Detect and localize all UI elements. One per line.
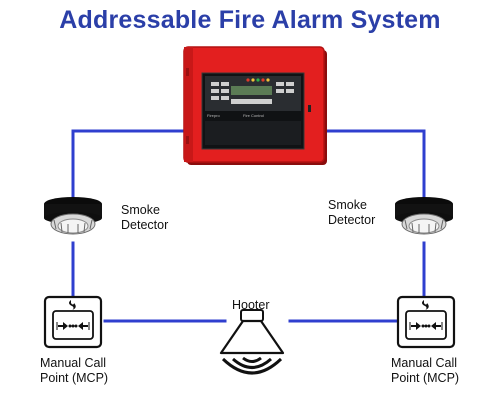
detector-vents	[404, 219, 444, 233]
label-line: Manual Call	[40, 356, 107, 370]
panel-button-grid	[211, 82, 294, 104]
panel-button[interactable]	[231, 99, 272, 104]
hooter-cone	[219, 319, 285, 355]
sound-wave	[242, 356, 262, 363]
panel-button[interactable]	[276, 89, 284, 93]
wire-left-top	[71, 129, 186, 198]
smoke-detector-icon	[44, 197, 102, 235]
panel-brand-label: Firepro	[207, 113, 220, 118]
panel-button[interactable]	[276, 82, 284, 86]
panel-lcd-screen	[231, 86, 272, 95]
wiring-loop	[71, 129, 426, 323]
status-led	[261, 78, 265, 82]
press-dot	[68, 324, 72, 328]
press-dot	[421, 324, 425, 328]
detector-grille	[57, 218, 89, 234]
diagram-title: Addressable Fire Alarm System	[59, 6, 441, 34]
panel-button[interactable]	[221, 89, 229, 93]
press-arrow-left	[411, 322, 421, 330]
panel-left-edge	[184, 47, 193, 162]
detector-grille	[408, 218, 440, 234]
panel-button[interactable]	[211, 96, 219, 100]
panel-hinge	[186, 136, 189, 144]
hooter-speaker-icon	[219, 309, 285, 375]
press-arrow-right	[78, 322, 88, 330]
sound-wave	[221, 357, 283, 375]
smoke-detector-right-label: Smoke Detector	[328, 198, 375, 228]
manual-call-point-icon	[396, 295, 456, 349]
press-dot	[71, 324, 75, 328]
panel-button[interactable]	[221, 96, 229, 100]
manual-call-point-icon	[43, 295, 103, 349]
label-line: Smoke	[328, 198, 367, 212]
mcp-flame-symbol	[422, 300, 429, 310]
panel-button[interactable]	[211, 89, 219, 93]
wire-right-top	[325, 129, 426, 198]
status-led	[266, 78, 270, 82]
status-led	[246, 78, 250, 82]
panel-button[interactable]	[286, 89, 294, 93]
smoke-detector-icon	[395, 197, 453, 235]
press-dot	[427, 324, 431, 328]
status-led	[251, 78, 255, 82]
label-line: Smoke	[121, 203, 160, 217]
mcp-flame-symbol	[69, 300, 76, 310]
press-dot	[74, 324, 78, 328]
mcp-press-symbol	[56, 322, 90, 330]
press-dot	[424, 324, 428, 328]
press-arrow-left	[58, 322, 68, 330]
panel-button[interactable]	[221, 82, 229, 86]
status-led	[256, 78, 260, 82]
label-line: Point (MCP)	[391, 371, 460, 385]
mcp-left-label: Manual Call Point (MCP)	[40, 356, 108, 386]
smoke-detector-left-label: Smoke Detector	[121, 203, 168, 233]
panel-status-leds	[246, 78, 270, 82]
panel-name-label: Fire Control	[243, 113, 264, 118]
panel-button[interactable]	[211, 82, 219, 86]
label-line: Point (MCP)	[40, 371, 109, 385]
label-line: Detector	[121, 218, 169, 232]
detector-vents	[53, 219, 93, 233]
panel-key-lock[interactable]	[308, 105, 311, 112]
panel-hinge	[186, 68, 189, 76]
hooter-label: Hooter	[232, 298, 270, 312]
panel-lower-bezel	[205, 121, 301, 145]
fire-alarm-panel: Firepro Fire Control	[183, 46, 327, 165]
mcp-press-symbol	[409, 322, 443, 330]
sound-wave	[232, 357, 272, 369]
mcp-right-label: Manual Call Point (MCP)	[391, 356, 459, 386]
panel-button[interactable]	[286, 82, 294, 86]
press-arrow-right	[431, 322, 441, 330]
label-line: Manual Call	[391, 356, 458, 370]
label-line: Detector	[328, 213, 376, 227]
